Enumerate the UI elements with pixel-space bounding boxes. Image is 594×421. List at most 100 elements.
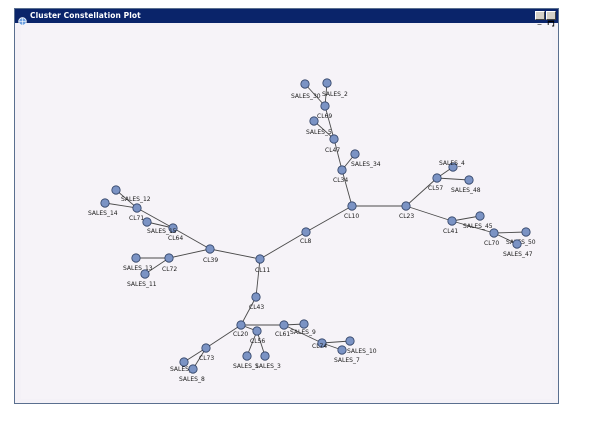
node-label: CL41 xyxy=(443,228,458,235)
node-marker[interactable] xyxy=(309,116,319,126)
node-sales-1[interactable]: SALES_1 xyxy=(233,351,259,370)
node-sales-14[interactable]: SALES_14 xyxy=(88,198,118,217)
node-label: SALES_11 xyxy=(127,281,157,288)
node-marker[interactable] xyxy=(100,198,110,208)
node-marker[interactable] xyxy=(345,336,355,346)
node-marker[interactable] xyxy=(255,254,265,264)
node-marker[interactable] xyxy=(432,173,442,183)
title-bar[interactable]: Cluster Constellation Plot xyxy=(15,9,558,27)
node-marker[interactable] xyxy=(201,343,211,353)
node-label: SALES_13 xyxy=(123,265,153,272)
node-marker[interactable] xyxy=(329,134,339,144)
node-cl23[interactable]: CL23 xyxy=(399,201,414,220)
node-marker[interactable] xyxy=(401,201,411,211)
node-label: CL73 xyxy=(199,355,214,362)
node-marker[interactable] xyxy=(347,201,357,211)
minimize-icon xyxy=(536,12,544,26)
node-sales-48[interactable]: SALES_48 xyxy=(451,175,481,194)
globe-icon xyxy=(18,11,27,26)
node-sales-4[interactable]: SALES_4 xyxy=(439,160,465,172)
node-marker[interactable] xyxy=(320,101,330,111)
node-sales-47[interactable]: SALES_47 xyxy=(503,239,533,258)
node-sales-9[interactable]: SALES_9 xyxy=(290,319,316,336)
node-marker[interactable] xyxy=(140,269,150,279)
node-marker[interactable] xyxy=(301,227,311,237)
node-cl47[interactable]: CL47 xyxy=(325,134,340,154)
node-sales-12[interactable]: SALES_12 xyxy=(111,185,151,203)
node-cl10[interactable]: CL10 xyxy=(344,201,359,220)
node-cl57[interactable]: CL57 xyxy=(428,173,443,192)
node-cl69[interactable]: CL69 xyxy=(317,101,332,120)
node-marker[interactable] xyxy=(179,357,189,367)
node-marker[interactable] xyxy=(464,175,474,185)
node-cl56[interactable]: CL56 xyxy=(250,326,265,345)
node-marker[interactable] xyxy=(489,228,499,238)
node-marker[interactable] xyxy=(350,149,360,159)
node-cl74[interactable]: CL74 xyxy=(312,338,327,350)
node-marker[interactable] xyxy=(322,78,332,88)
node-marker[interactable] xyxy=(188,364,198,374)
node-marker[interactable] xyxy=(252,326,262,336)
node-marker[interactable] xyxy=(205,244,215,254)
node-label: CL69 xyxy=(317,113,332,120)
node-marker[interactable] xyxy=(142,217,152,227)
node-marker[interactable] xyxy=(251,292,261,302)
node-sales-15[interactable]: SALES_15 xyxy=(142,217,177,235)
node-marker[interactable] xyxy=(447,216,457,226)
node-marker[interactable] xyxy=(299,319,309,329)
node-marker[interactable] xyxy=(236,320,246,330)
node-cl20[interactable]: CL20 xyxy=(233,320,248,338)
edge-cl69-sales_30 xyxy=(304,83,326,107)
node-layer: CL11CL8CL10CL34SALES_34CL47SALES_5CL69SA… xyxy=(88,78,536,383)
node-marker[interactable] xyxy=(168,223,178,233)
node-marker[interactable] xyxy=(279,320,289,330)
node-sales-45[interactable]: SALES_45 xyxy=(463,211,493,230)
node-marker[interactable] xyxy=(164,253,174,263)
node-marker[interactable] xyxy=(337,165,347,175)
node-marker[interactable] xyxy=(132,203,142,213)
node-cl43[interactable]: CL43 xyxy=(249,292,264,311)
node-marker[interactable] xyxy=(337,345,347,355)
node-sales-10[interactable]: SALES_10 xyxy=(345,336,377,355)
node-marker[interactable] xyxy=(475,211,485,221)
edge-cl8-cl10 xyxy=(305,205,353,233)
node-marker[interactable] xyxy=(521,227,531,237)
node-cl70[interactable]: CL70 xyxy=(484,228,499,247)
node-sales-6[interactable]: SALES_6 xyxy=(170,357,196,373)
node-marker[interactable] xyxy=(317,338,327,348)
constellation-plot[interactable]: CL11CL8CL10CL34SALES_34CL47SALES_5CL69SA… xyxy=(21,25,552,399)
edge-cl10-cl34 xyxy=(341,169,353,207)
node-cl71[interactable]: CL71 xyxy=(129,203,144,222)
node-sales-2[interactable]: SALES_2 xyxy=(322,78,348,98)
node-label: SALES_3 xyxy=(255,363,281,370)
node-cl72[interactable]: CL72 xyxy=(162,253,177,273)
node-cl39[interactable]: CL39 xyxy=(203,244,218,264)
node-sales-5[interactable]: SALES_5 xyxy=(306,116,332,136)
node-sales-13[interactable]: SALES_13 xyxy=(123,253,153,272)
node-cl73[interactable]: CL73 xyxy=(199,343,214,362)
node-marker[interactable] xyxy=(448,162,458,172)
minimize-button[interactable] xyxy=(535,11,545,26)
node-cl11[interactable]: CL11 xyxy=(255,254,270,274)
node-cl34[interactable]: CL34 xyxy=(333,165,348,184)
node-cl61[interactable]: CL61 xyxy=(275,320,290,338)
node-marker[interactable] xyxy=(111,185,121,195)
node-cl41[interactable]: CL41 xyxy=(443,216,458,235)
node-marker[interactable] xyxy=(300,79,310,89)
node-marker[interactable] xyxy=(242,351,252,361)
node-marker[interactable] xyxy=(512,239,522,249)
node-marker[interactable] xyxy=(131,253,141,263)
node-label: CL11 xyxy=(255,267,270,274)
node-sales-11[interactable]: SALES_11 xyxy=(127,269,157,288)
node-cl8[interactable]: CL8 xyxy=(300,227,312,245)
node-sales-3[interactable]: SALES_3 xyxy=(255,351,281,370)
node-sales-34[interactable]: SALES_34 xyxy=(350,149,381,168)
maximize-button[interactable] xyxy=(546,11,556,27)
node-sales-7[interactable]: SALES_7 xyxy=(334,345,360,364)
node-sales-8[interactable]: SALES_8 xyxy=(179,364,205,383)
node-sales-30[interactable]: SALES_30 xyxy=(291,79,321,100)
node-cl64[interactable]: CL64 xyxy=(168,223,183,242)
maximize-icon xyxy=(547,12,555,27)
node-marker[interactable] xyxy=(260,351,270,361)
